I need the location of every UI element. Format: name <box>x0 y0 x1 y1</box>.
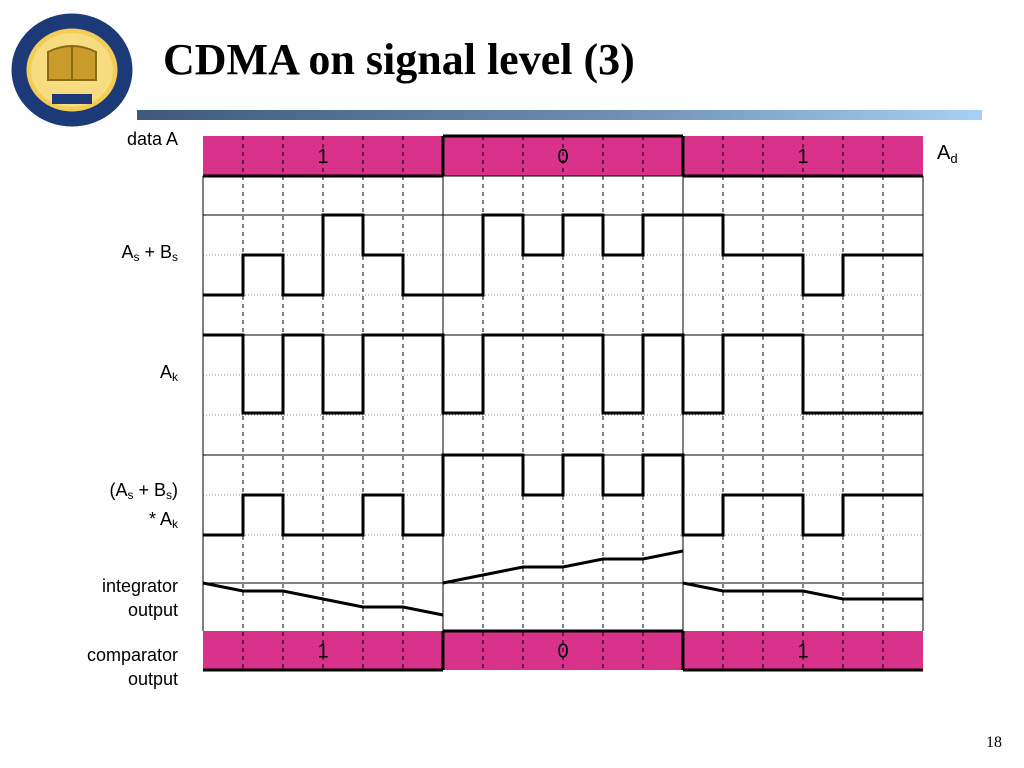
label-product: (As + Bs) * Ak <box>109 480 178 531</box>
data-a-bit-label-2: 1 <box>797 146 808 168</box>
page-number: 18 <box>986 734 1002 751</box>
label-integrator-output: integrator output <box>101 576 178 620</box>
signal-waveforms <box>202 134 923 672</box>
label-as-plus-bs: As + Bs <box>121 242 178 264</box>
ak-waveform <box>203 333 923 415</box>
comparator-bit-label-0: 1 <box>317 641 328 663</box>
title-divider <box>137 110 982 120</box>
comparator-bit-label-2: 1 <box>797 641 808 663</box>
data-a-bit-label-1: 0 <box>557 146 568 168</box>
label-data-a: data A <box>126 129 178 149</box>
integrator-ramp-2 <box>682 581 923 601</box>
integrator-ramp-0 <box>202 581 444 617</box>
bit-labels: 1 0 1 1 0 1 <box>317 146 808 663</box>
label-ad: Ad <box>937 142 958 166</box>
integrator-ramp-1 <box>442 549 684 585</box>
label-ak: Ak <box>159 362 178 384</box>
university-seal-logo <box>8 10 136 130</box>
label-comparator-output: comparator output <box>86 645 178 689</box>
data-a-bit-label-0: 1 <box>317 146 328 168</box>
product-waveform <box>203 453 923 537</box>
as-plus-bs-waveform <box>203 213 923 297</box>
slide-title: CDMA on signal level (3) <box>163 35 635 84</box>
comparator-bit-label-1: 0 <box>557 641 568 663</box>
